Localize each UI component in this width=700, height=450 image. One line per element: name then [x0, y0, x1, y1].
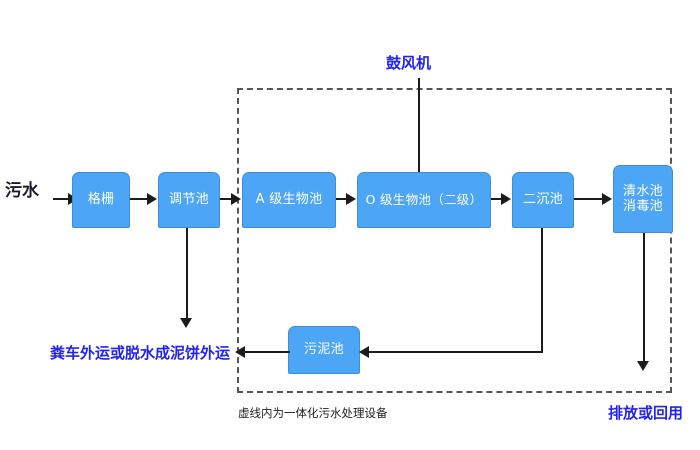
connector-secondary-sludge-vertical [541, 228, 543, 352]
node-clearwater-disinfection-tank[interactable]: 清水池 消毒池 [613, 165, 673, 233]
connector-secondary-clearwater-arrowhead [602, 193, 612, 205]
connector-secondary-clearwater [574, 198, 603, 200]
connector-sludge-disposal [244, 351, 290, 353]
connector-sludge-disposal-arrowhead [235, 346, 245, 358]
connector-grate-regulating-arrowhead [147, 193, 157, 205]
connector-regulating-astage [220, 198, 233, 200]
connector-inflow-grate [53, 198, 69, 200]
connector-astage-ostage-arrowhead [346, 193, 356, 205]
connector-secondary-sludge-horizontal [367, 351, 543, 353]
connector-regulating-disposal-arrowhead [180, 318, 192, 328]
connector-grate-regulating [130, 198, 148, 200]
connector-regulating-disposal [186, 228, 188, 320]
node-sludge-tank[interactable]: 污泥池 [288, 326, 360, 374]
blower-label: 鼓风机 [386, 54, 432, 72]
node-a-stage-biological-tank[interactable]: A 级生物池 [242, 172, 336, 228]
node-secondary-settling-tank[interactable]: 二沉池 [512, 172, 574, 228]
connector-ostage-secondary-arrowhead [501, 193, 511, 205]
node-grate[interactable]: 格栅 [72, 172, 130, 228]
connector-secondary-sludge-arrowhead [359, 346, 369, 358]
connector-regulating-astage-arrowhead [231, 193, 241, 205]
connector-ostage-secondary [491, 198, 503, 200]
blower-feed-line [418, 78, 420, 178]
connector-astage-ostage [336, 198, 348, 200]
node-regulating-tank[interactable]: 调节池 [158, 172, 220, 228]
node-o-stage-biological-tank[interactable]: O 级生物池（二级） [357, 172, 491, 228]
discharge-label: 排放或回用 [608, 404, 684, 422]
inflow-label: 污水 [5, 181, 39, 201]
integrated-equipment-boundary [237, 88, 672, 393]
sludge-disposal-label: 粪车外运或脱水成泥饼外运 [50, 344, 231, 362]
enclosure-caption: 虚线内为一体化污水处理设备 [238, 406, 388, 420]
connector-clearwater-discharge-arrowhead [637, 361, 649, 371]
connector-clearwater-discharge [643, 233, 645, 363]
